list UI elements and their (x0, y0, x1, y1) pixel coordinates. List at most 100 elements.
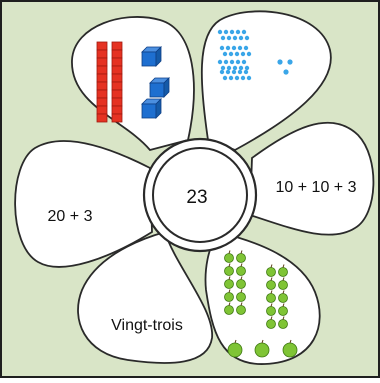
rod-unit (112, 114, 122, 122)
apple-body (237, 267, 246, 276)
dot (221, 66, 225, 70)
apple-body (283, 343, 297, 357)
rod-unit (112, 74, 122, 82)
dot (218, 60, 222, 64)
dot (232, 46, 236, 50)
rod-unit (97, 42, 107, 50)
apple-body (228, 343, 242, 357)
unit-cube (142, 99, 161, 118)
apple-body (237, 293, 246, 302)
dot (239, 36, 243, 40)
dot (244, 46, 248, 50)
dot (220, 46, 224, 50)
apple-body (225, 280, 234, 289)
rod-unit (112, 82, 122, 90)
dot (235, 76, 239, 80)
rod-unit (97, 90, 107, 98)
dot (277, 59, 282, 64)
rod-unit (112, 106, 122, 114)
apple-body (279, 268, 288, 277)
dot (242, 30, 246, 34)
dot (221, 36, 225, 40)
apple-body (267, 320, 276, 329)
dot (232, 70, 236, 74)
cube-front (142, 52, 156, 66)
apple-body (279, 281, 288, 290)
dot (229, 76, 233, 80)
dot (226, 46, 230, 50)
rod-unit (97, 106, 107, 114)
rod-unit (97, 74, 107, 82)
center-number: 23 (186, 187, 207, 208)
dot (247, 52, 251, 56)
dot (230, 60, 234, 64)
dot (224, 60, 228, 64)
rod-unit (97, 98, 107, 106)
dot (224, 30, 228, 34)
dot (218, 30, 222, 34)
dot (227, 66, 231, 70)
dot (236, 60, 240, 64)
dot (239, 66, 243, 70)
apple-body (267, 281, 276, 290)
ten-rod (97, 42, 107, 122)
rod-unit (112, 98, 122, 106)
dot (283, 69, 288, 74)
apple-body (279, 294, 288, 303)
rod-unit (97, 114, 107, 122)
dot (242, 60, 246, 64)
rod-unit (97, 50, 107, 58)
apple-body (279, 320, 288, 329)
rod-unit (97, 66, 107, 74)
apple-body (237, 306, 246, 315)
dot (241, 52, 245, 56)
dot (245, 36, 249, 40)
dot (245, 66, 249, 70)
rod-unit (112, 90, 122, 98)
unit-cube (142, 47, 161, 66)
dot (223, 76, 227, 80)
dot (220, 70, 224, 74)
dot (247, 76, 251, 80)
rod-unit (112, 42, 122, 50)
addition-tens-label: 10 + 10 + 3 (276, 179, 357, 196)
dot (235, 52, 239, 56)
rod-unit (112, 50, 122, 58)
dot (241, 76, 245, 80)
apple-body (225, 306, 234, 315)
cube-front (142, 104, 156, 118)
dot (223, 52, 227, 56)
addition-twenty-label: 20 + 3 (48, 208, 93, 225)
apple-body (267, 294, 276, 303)
dot (230, 30, 234, 34)
apple-body (255, 343, 269, 357)
apple-body (225, 293, 234, 302)
dot (233, 36, 237, 40)
number-words-label: Vingt-trois (111, 317, 183, 334)
ten-rod (112, 42, 122, 122)
dot (233, 66, 237, 70)
apple-body (237, 280, 246, 289)
cube-front (150, 83, 164, 97)
apple-body (267, 268, 276, 277)
apple-body (225, 267, 234, 276)
rod-unit (97, 82, 107, 90)
dot (236, 30, 240, 34)
dot (244, 70, 248, 74)
apple-body (279, 307, 288, 316)
apple-body (267, 307, 276, 316)
dot (287, 59, 292, 64)
dot (238, 46, 242, 50)
apple-body (237, 254, 246, 263)
dot (227, 36, 231, 40)
rod-unit (112, 58, 122, 66)
apple-body (225, 254, 234, 263)
dot (238, 70, 242, 74)
dot (226, 70, 230, 74)
rod-unit (112, 66, 122, 74)
unit-cube (150, 78, 169, 97)
rod-unit (97, 58, 107, 66)
dot (229, 52, 233, 56)
